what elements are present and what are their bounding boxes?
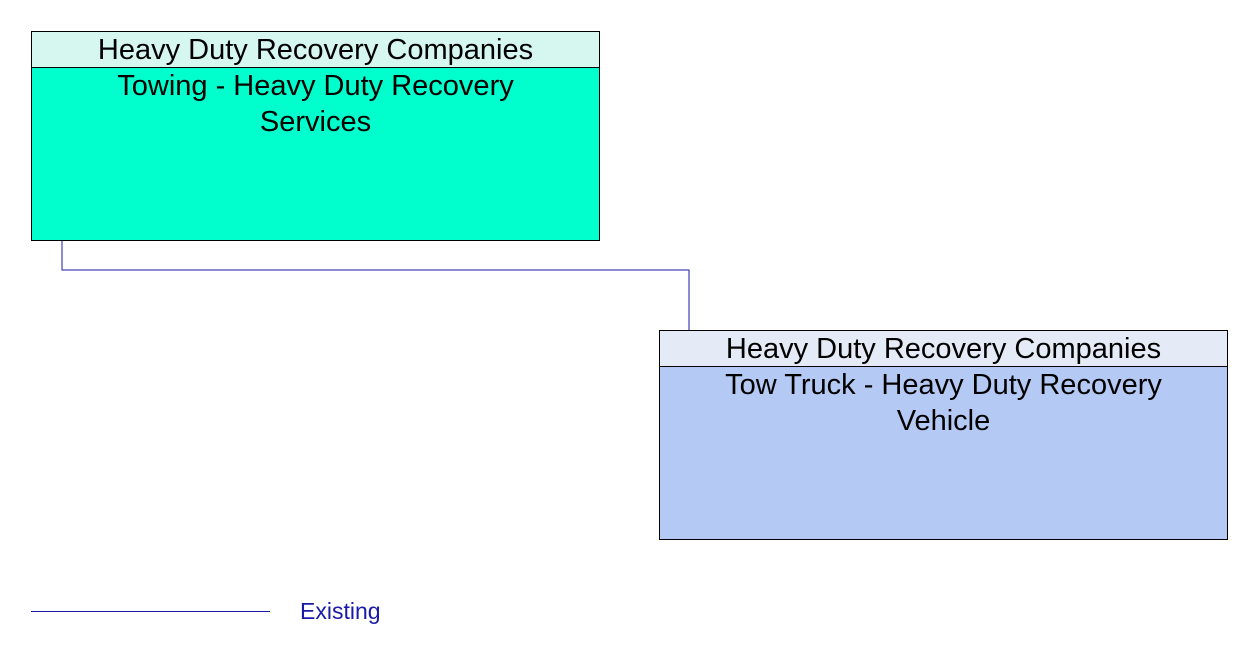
node-element-name: Tow Truck - Heavy Duty Recovery Vehicle — [725, 369, 1162, 437]
legend-existing-line — [31, 611, 270, 612]
legend-existing-label: Existing — [300, 598, 381, 624]
node-element-name: Towing - Heavy Duty Recovery Services — [117, 70, 514, 138]
node-owner-label: Heavy Duty Recovery Companies — [660, 331, 1227, 367]
node-owner-label: Heavy Duty Recovery Companies — [32, 32, 599, 68]
existing-flow-line — [61, 241, 690, 330]
node-tow-truck-vehicle[interactable]: Heavy Duty Recovery Companies Tow Truck … — [659, 330, 1228, 540]
node-towing-services[interactable]: Heavy Duty Recovery Companies Towing - H… — [31, 31, 600, 241]
